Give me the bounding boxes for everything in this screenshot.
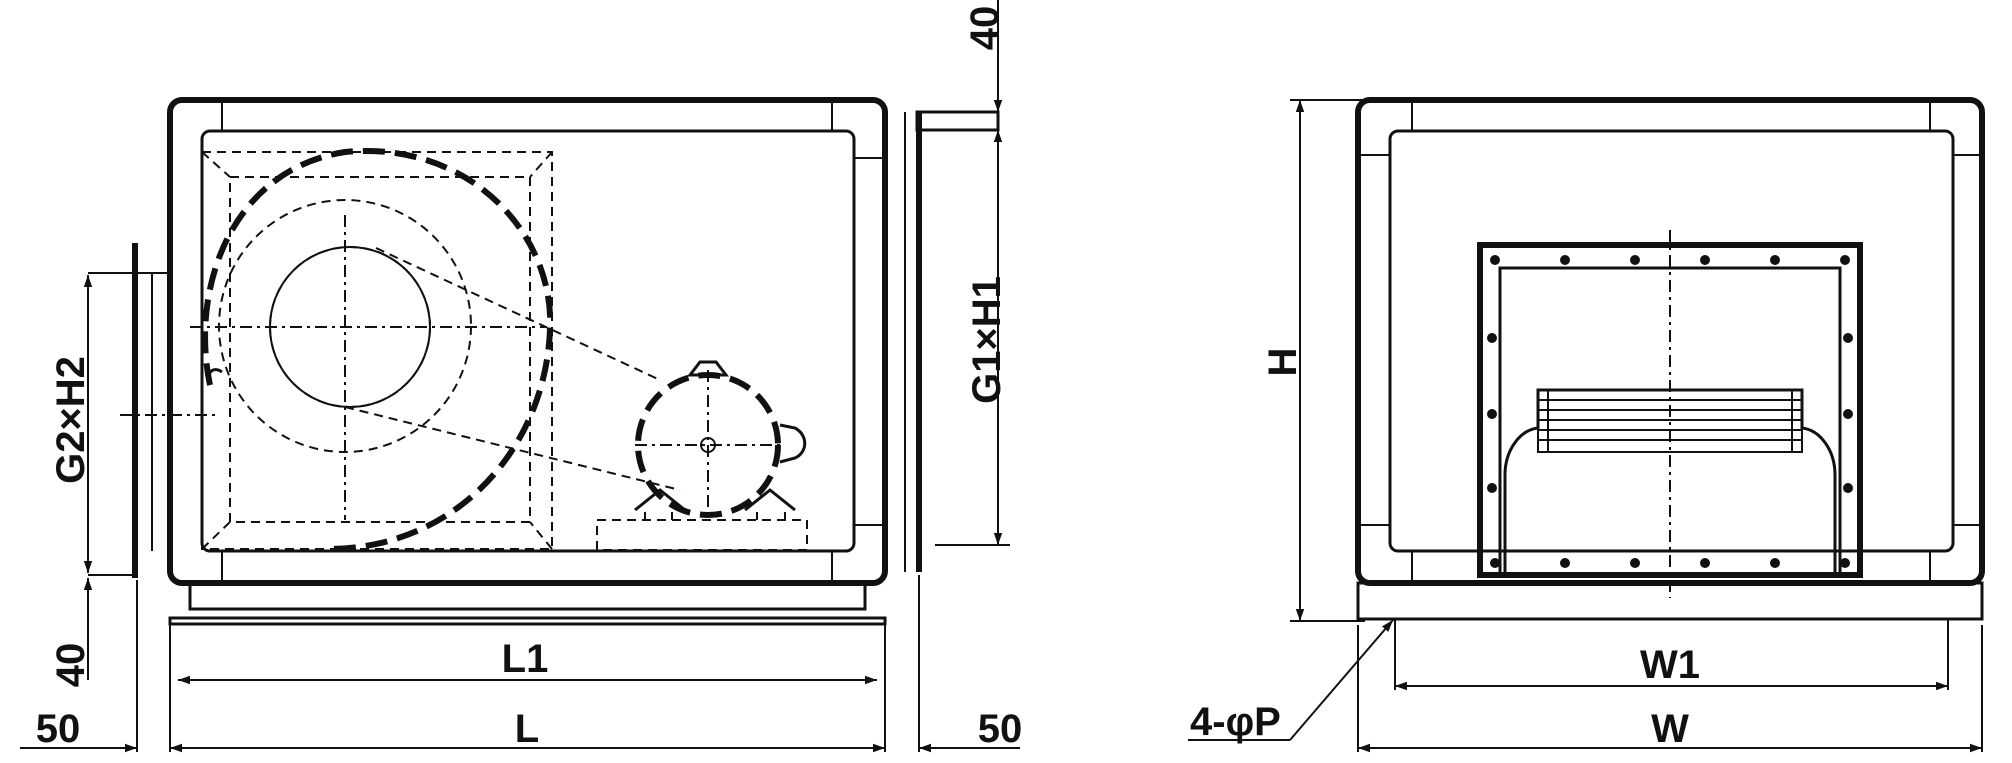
label-l1: L1 <box>502 637 549 681</box>
cabinet-outer-frame <box>167 97 888 586</box>
front-corner-brackets <box>1358 100 1982 583</box>
label-40-bottom: 40 <box>49 643 93 688</box>
motor-base <box>596 519 808 551</box>
motor-feet <box>634 488 796 512</box>
impeller-dash-circle <box>269 246 431 408</box>
base-rail <box>188 581 867 611</box>
flange-bolts <box>1487 255 1853 568</box>
label-w1: W1 <box>1640 643 1700 687</box>
motor-eyebolt <box>686 360 730 377</box>
base-foot <box>168 616 887 626</box>
inlet-flange <box>88 243 170 578</box>
label-40-top: 40 <box>963 6 1007 51</box>
side-dimensions: L1 L 50 50 G1×H1 40 G2×H2 40 <box>20 0 1023 753</box>
front-outlet <box>1477 230 1863 598</box>
housing-outline <box>201 151 553 550</box>
label-g2h2: G2×H2 <box>49 356 93 484</box>
motor-junction-box <box>779 423 807 464</box>
front-inner-panel <box>1388 129 1955 553</box>
label-g1h1: G1×H1 <box>965 276 1009 404</box>
front-view <box>1355 97 1985 621</box>
label-w: W <box>1651 707 1689 751</box>
label-h: H <box>1261 348 1305 377</box>
cabinet-base <box>168 581 887 626</box>
outlet-flange <box>904 110 1000 572</box>
label-l: L <box>515 707 539 751</box>
impeller <box>190 199 545 520</box>
label-holes: 4-φP <box>1190 700 1281 744</box>
outlet-flange-top <box>915 110 1000 132</box>
housing-inner <box>229 176 531 523</box>
belt-drive <box>344 247 681 491</box>
holes-leader <box>1289 619 1394 741</box>
scroll-housing <box>201 147 554 552</box>
cabinet-inner-panel <box>200 129 856 553</box>
label-50-left: 50 <box>36 707 81 751</box>
corner-brackets <box>221 100 885 583</box>
motor <box>596 360 808 551</box>
label-50-right: 50 <box>978 707 1023 751</box>
scroll-volute <box>202 147 554 552</box>
side-view <box>88 97 1000 626</box>
front-dimensions: H W1 W 4-φP <box>1188 99 1983 753</box>
